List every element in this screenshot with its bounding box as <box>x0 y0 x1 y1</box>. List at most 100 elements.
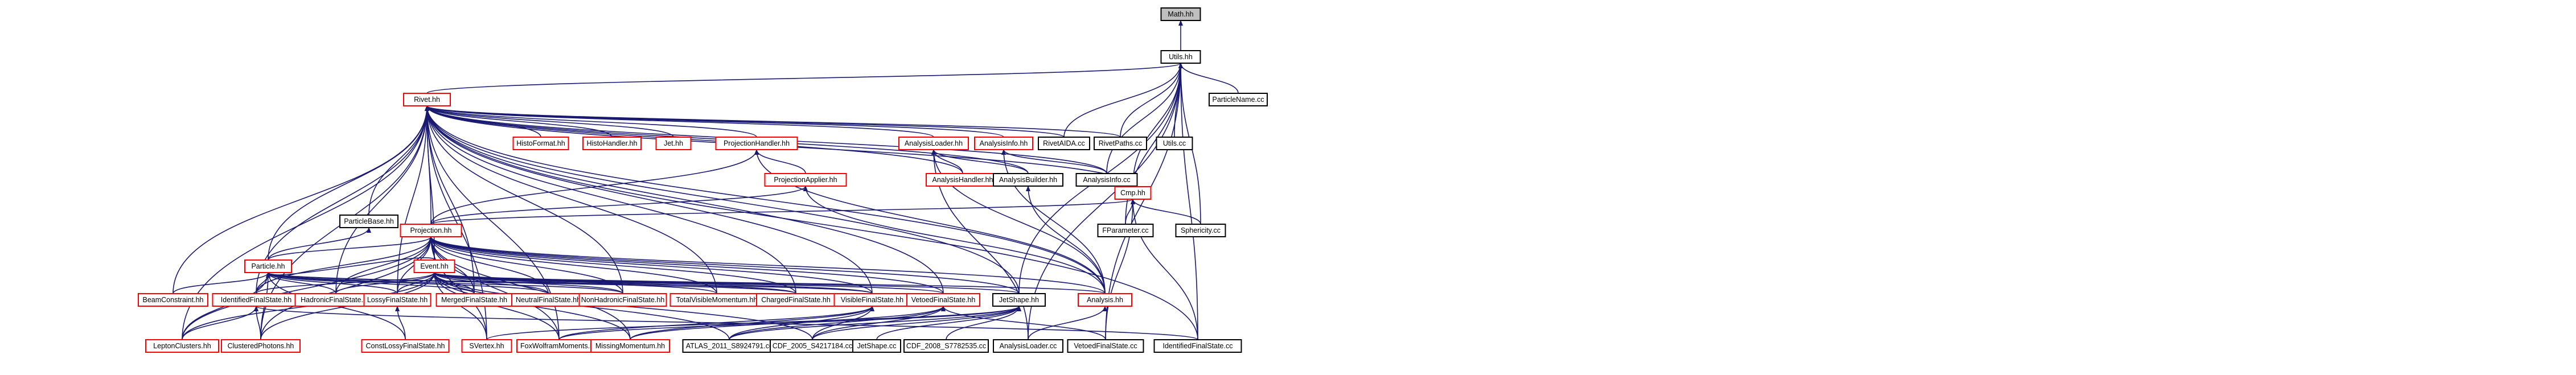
node-math[interactable]: Math.hh <box>1160 7 1201 21</box>
node-label: MissingMomentum.hh <box>595 342 665 350</box>
edge-analysis-hh-to-analysisbuilder <box>1026 186 1106 294</box>
node-box <box>898 137 969 150</box>
node-neutralfs[interactable]: NeutralFinalState.hh <box>511 293 585 307</box>
node-totalvismom[interactable]: TotalVisibleMomentum.hh <box>669 293 764 307</box>
node-label: Jet.hh <box>664 139 683 147</box>
node-corelossyfs[interactable]: ConstLossyFinalState.hh <box>361 339 450 353</box>
edge-cdf2005-to-jetshape-hh <box>812 306 1021 340</box>
edge-path <box>182 236 433 340</box>
node-analysisbuilder[interactable]: AnalysisBuilder.hh <box>993 173 1063 187</box>
node-label: AnalysisLoader.cc <box>1000 342 1057 350</box>
node-analysisinfo-hh[interactable]: AnalysisInfo.hh <box>974 137 1033 150</box>
node-rivet-hh[interactable]: Rivet.hh <box>403 93 451 106</box>
node-label: HistoFormat.hh <box>516 139 565 147</box>
node-svertex[interactable]: SVertex.hh <box>461 339 512 353</box>
edge-path <box>946 306 1021 340</box>
node-cdf2008[interactable]: CDF_2008_S7782535.cc <box>903 339 989 353</box>
node-foxwolfram[interactable]: FoxWolframMoments.hh <box>516 339 602 353</box>
node-label: IdentifiedFinalState.hh <box>221 296 291 304</box>
node-chargedfs[interactable]: ChargedFinalState.hh <box>756 293 836 307</box>
node-jetshape-hh[interactable]: JetShape.hh <box>992 293 1046 307</box>
edge-vetoedfs-hh-to-rivet-hh <box>425 105 944 294</box>
edge-path <box>266 272 475 294</box>
node-box <box>400 224 462 237</box>
node-leptonclusters[interactable]: LeptonClusters.hh <box>145 339 219 353</box>
edge-sphericity-to-cmp <box>1131 199 1201 225</box>
node-analysisinfo-cc[interactable]: AnalysisInfo.cc <box>1075 173 1138 187</box>
node-particle[interactable]: Particle.hh <box>244 259 292 273</box>
node-analysis-hh[interactable]: Analysis.hh <box>1078 293 1132 307</box>
node-mergedfs[interactable]: MergedFinalState.hh <box>436 293 513 307</box>
node-projection[interactable]: Projection.hh <box>400 224 462 237</box>
node-atlas2011[interactable]: ATLAS_2011_S8924791.cc <box>682 339 777 353</box>
node-analysisloader-hh[interactable]: AnalysisLoader.hh <box>898 137 969 150</box>
node-fparameter[interactable]: FParameter.cc <box>1097 224 1154 237</box>
node-event[interactable]: Event.hh <box>413 259 455 273</box>
node-box <box>363 293 432 307</box>
edge-path <box>266 272 549 294</box>
node-histoformat[interactable]: HistoFormat.hh <box>512 137 569 150</box>
node-hadronicfs[interactable]: HadronicFinalState.hh <box>294 293 377 307</box>
node-clusteredphotons[interactable]: ClusteredPhotons.hh <box>221 339 301 353</box>
node-analysisloader-cc[interactable]: AnalysisLoader.cc <box>993 339 1063 353</box>
node-analysishandler[interactable]: AnalysisHandler.hh <box>926 173 1000 187</box>
node-label: ATLAS_2011_S8924791.cc <box>686 342 773 350</box>
node-box <box>339 215 398 228</box>
node-cmp[interactable]: Cmp.hh <box>1114 186 1152 200</box>
node-identifiedfs-cc[interactable]: IdentifiedFinalState.cc <box>1153 339 1242 353</box>
node-jetshape-cc[interactable]: JetShape.cc <box>852 339 901 353</box>
node-vetoedfs-hh[interactable]: VetoedFinalState.hh <box>906 293 980 307</box>
edge-corelossyfs-to-lossyfs <box>395 306 406 340</box>
edge-path <box>1132 63 1183 187</box>
edge-path <box>430 149 759 225</box>
node-utils-hh[interactable]: Utils.hh <box>1160 50 1201 64</box>
node-visiblefs[interactable]: VisibleFinalState.hh <box>833 293 911 307</box>
node-projhandler[interactable]: ProjectionHandler.hh <box>715 137 798 150</box>
edge-path <box>1063 63 1183 138</box>
node-missingmom[interactable]: MissingMomentum.hh <box>590 339 670 353</box>
node-box <box>1094 137 1147 150</box>
node-cdf2005[interactable]: CDF_2005_S4217184.cc <box>770 339 855 353</box>
node-box <box>993 339 1063 353</box>
node-histohandler[interactable]: HistoHandler.hh <box>582 137 642 150</box>
node-rivetpaths[interactable]: RivetPaths.cc <box>1094 137 1147 150</box>
edge-foxwolfram-to-visiblefs <box>558 306 874 340</box>
node-label: Rivet.hh <box>414 96 440 104</box>
edge-cdf2005-to-visiblefs <box>812 306 874 340</box>
edge-path <box>1131 199 1198 340</box>
node-box <box>138 293 208 307</box>
node-rivetaida[interactable]: RivetAIDA.cc <box>1038 137 1090 150</box>
node-vetoedfs-cc[interactable]: VetoedFinalState.cc <box>1067 339 1144 353</box>
edge-identifiedfs-cc-to-utils-hh <box>1178 63 1198 340</box>
edge-rivetpaths-to-rivet-hh <box>425 105 1121 138</box>
node-label: ParticleName.cc <box>1213 96 1264 104</box>
edge-nonhadronicfs-to-rivet-hh <box>425 105 623 294</box>
edge-path <box>729 306 946 340</box>
edge-path <box>432 272 549 294</box>
edge-path <box>335 272 437 294</box>
node-identifiedfs-hh[interactable]: IdentifiedFinalState.hh <box>212 293 301 307</box>
node-box <box>852 339 901 353</box>
node-label: Analysis.hh <box>1087 296 1123 304</box>
node-label: Sphericity.cc <box>1181 226 1221 234</box>
edge-leptonclusters-to-projection <box>182 236 433 340</box>
edge-path <box>1106 63 1183 174</box>
edge-path <box>1178 63 1239 94</box>
node-utils-cc[interactable]: Utils.cc <box>1156 137 1193 150</box>
edge-identifiedfs-cc-to-rivet-hh <box>425 105 1198 340</box>
node-nonhadronicfs[interactable]: NonHadronicFinalState.hh <box>578 293 667 307</box>
node-box <box>1160 50 1201 64</box>
node-label: MergedFinalState.hh <box>441 296 507 304</box>
node-lossyfs[interactable]: LossyFinalState.hh <box>363 293 432 307</box>
node-beamconstraint[interactable]: BeamConstraint.hh <box>138 293 208 307</box>
node-projapplier[interactable]: ProjectionApplier.hh <box>764 173 847 187</box>
node-particlename-cc[interactable]: ParticleName.cc <box>1209 93 1268 106</box>
node-label: JetShape.hh <box>999 296 1039 304</box>
edge-svertex-to-jetshape-hh <box>486 306 1021 340</box>
node-sphericity[interactable]: Sphericity.cc <box>1175 224 1226 237</box>
node-box <box>655 137 692 150</box>
node-jet-hh[interactable]: Jet.hh <box>655 137 692 150</box>
edge-jetshape-hh-to-rivet-hh <box>425 105 1020 294</box>
node-label: RivetPaths.cc <box>1099 139 1142 147</box>
node-particlebase[interactable]: ParticleBase.hh <box>339 215 398 228</box>
